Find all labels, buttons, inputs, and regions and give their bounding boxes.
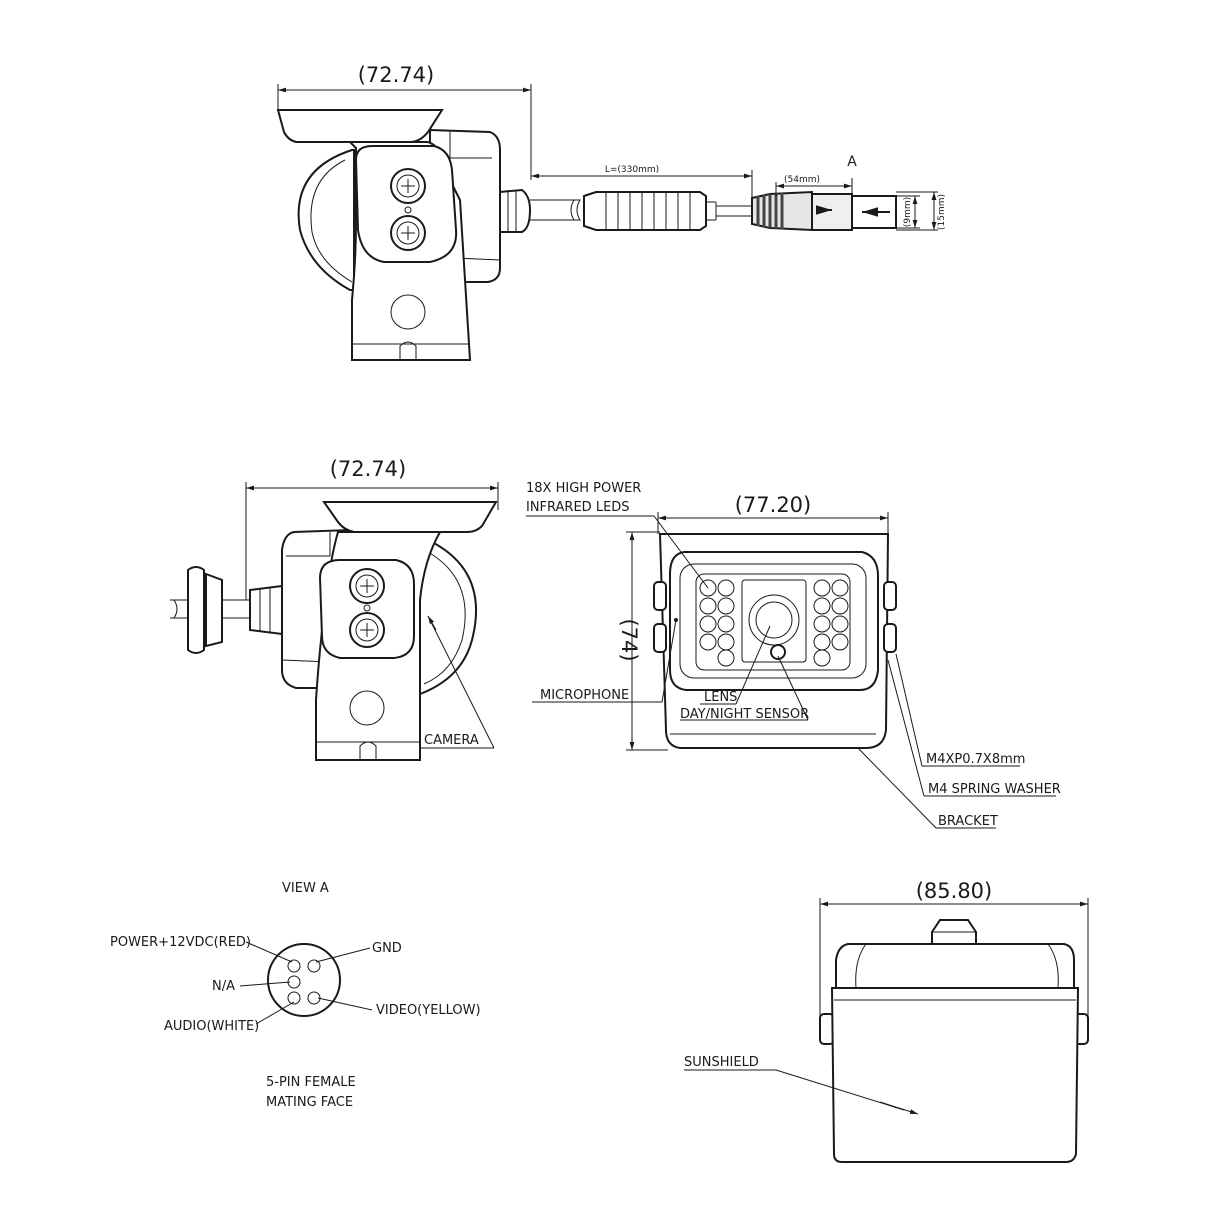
- pin-diameter-dimension: (9mm): [903, 197, 913, 227]
- side-view: (72.74): [170, 457, 499, 761]
- ir-led-cluster-left: [699, 579, 735, 667]
- view-a-pinout: VIEW A POWER+12VDC(RED) GND N/A VIDEO(YE…: [110, 881, 481, 1110]
- top-view: (72.74): [276, 63, 947, 361]
- view-a-marker: A: [847, 154, 857, 170]
- spring-washer-label: M4 SPRING WASHER: [928, 782, 1061, 797]
- front-view: (77.20) (74): [526, 481, 1061, 829]
- connector-length-dimension: (54mm): [784, 175, 820, 185]
- pinout-caption-line1: 5-PIN FEMALE: [266, 1075, 356, 1090]
- bracket-screw-icon: [349, 612, 385, 648]
- back-width-dimension: (85.80): [916, 879, 993, 903]
- ir-leds-label-line2: INFRARED LEDS: [526, 500, 630, 515]
- cable-length-dimension: L=(330mm): [605, 165, 659, 175]
- front-width-dimension: (77.20): [735, 493, 812, 517]
- gnd-pin-label: GND: [372, 941, 402, 956]
- bracket-screw-icon: [349, 568, 385, 604]
- back-view: (85.80) SUNSHIELD: [684, 879, 1089, 1163]
- video-pin-label: VIDEO(YELLOW): [376, 1003, 481, 1018]
- na-pin-label: N/A: [212, 979, 235, 994]
- view-a-title: VIEW A: [282, 881, 329, 896]
- bracket-label: BRACKET: [938, 814, 998, 829]
- bracket-screw-icon: [390, 168, 426, 204]
- camera-label: CAMERA: [424, 733, 479, 748]
- audio-pin-label: AUDIO(WHITE): [164, 1019, 259, 1034]
- connector-diameter-dimension: (15mm): [937, 194, 947, 230]
- power-pin-label: POWER+12VDC(RED): [110, 935, 251, 950]
- day-night-sensor-label: DAY/NIGHT SENSOR: [680, 707, 809, 722]
- side-width-dimension: (72.74): [330, 457, 407, 481]
- screw-spec-label: M4XP0.7X8mm: [926, 752, 1025, 767]
- microphone-label: MICROPHONE: [540, 688, 629, 703]
- pinout-caption-line2: MATING FACE: [266, 1095, 353, 1110]
- bracket-screw-icon: [390, 215, 426, 251]
- connector-pin-icon: [287, 959, 321, 1005]
- ir-led-cluster-right: [813, 579, 849, 667]
- lens-label: LENS: [704, 690, 737, 705]
- ir-leds-label-line1: 18X HIGH POWER: [526, 481, 641, 496]
- front-height-dimension: (74): [617, 618, 641, 661]
- top-width-dimension: (72.74): [358, 63, 435, 87]
- sunshield-label: SUNSHIELD: [684, 1055, 759, 1070]
